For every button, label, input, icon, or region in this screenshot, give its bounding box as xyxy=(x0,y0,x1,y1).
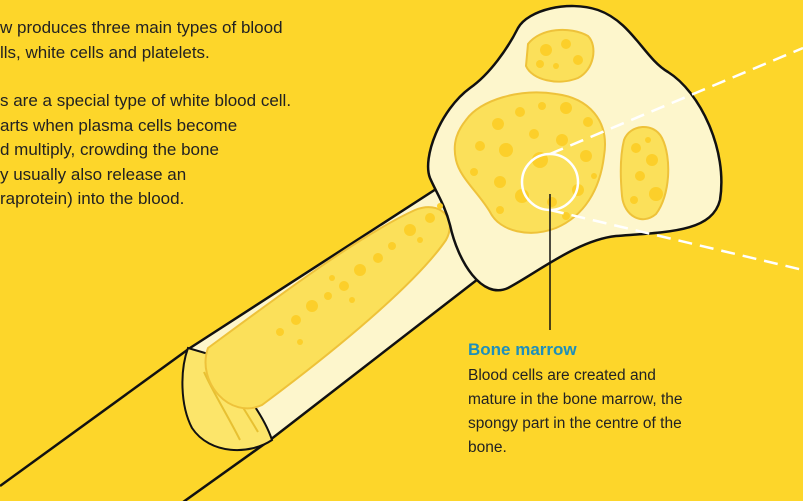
intro-line: lls, white cells and platelets. xyxy=(0,41,420,66)
callout-body: Blood cells are created and mature in th… xyxy=(468,364,708,460)
intro-line: arts when plasma cells become xyxy=(0,114,420,139)
intro-line: raprotein) into the blood. xyxy=(0,187,420,212)
head-marrow-top xyxy=(526,30,593,82)
intro-line: d multiply, crowding the bone xyxy=(0,138,420,163)
head-marrow-right xyxy=(621,127,669,219)
intro-line: s are a special type of white blood cell… xyxy=(0,89,420,114)
intro-line: y usually also release an xyxy=(0,163,420,188)
intro-text: w produces three main types of blood lls… xyxy=(0,16,420,212)
callout-title: Bone marrow xyxy=(468,339,577,361)
intro-line: w produces three main types of blood xyxy=(0,16,420,41)
